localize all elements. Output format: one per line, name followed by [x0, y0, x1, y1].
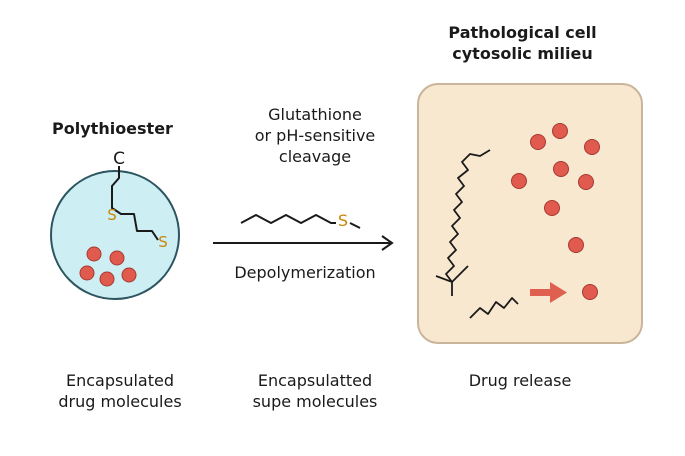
- drug-molecule: [511, 173, 527, 189]
- polythioester-title: Polythioester: [52, 119, 173, 138]
- cleavage-label: Glutathione or pH-sensitive cleavage: [254, 105, 376, 166]
- encapsulated-drugs: [79, 246, 137, 287]
- thioether-bond: [349, 222, 361, 229]
- release-arrow: [530, 282, 567, 303]
- drug-molecule: [582, 284, 598, 300]
- drug-molecule: [584, 139, 600, 155]
- drug-molecule: [578, 174, 594, 190]
- pathological-cell: [417, 83, 643, 344]
- encapsulatted-caption: Encapsulatted supe molecules: [252, 371, 378, 411]
- fragment-sulfur-label: S: [338, 211, 348, 230]
- drug-release-caption: Drug release: [468, 371, 572, 390]
- arrow-head: [381, 235, 394, 251]
- drug-molecule: [553, 161, 569, 177]
- carbon-atom-label: C: [113, 149, 125, 169]
- short-polymer-fragment: [469, 297, 519, 319]
- drug-molecule: [99, 271, 115, 287]
- encapsulated-drug-caption: Encapsulated drug molecules: [58, 371, 182, 411]
- polymer-chain: [111, 166, 159, 241]
- cell-milieu-title: Pathological cell cytosolic milieu: [448, 23, 597, 63]
- thioether-fragment: [240, 214, 336, 224]
- long-polymer-fragment: [445, 149, 491, 283]
- drug-molecule: [79, 265, 95, 281]
- released-drugs: [511, 123, 600, 300]
- drug-molecule: [86, 246, 102, 262]
- drug-molecule: [544, 200, 560, 216]
- drug-molecule: [552, 123, 568, 139]
- drug-molecule: [568, 237, 584, 253]
- drug-molecule: [109, 250, 125, 266]
- sulfur-atom-label-2: S: [158, 233, 168, 251]
- sulfur-atom-label-1: S: [107, 206, 117, 224]
- depolymerization-label: Depolymerization: [234, 263, 376, 282]
- drug-molecule: [530, 134, 546, 150]
- drug-molecule: [121, 267, 137, 283]
